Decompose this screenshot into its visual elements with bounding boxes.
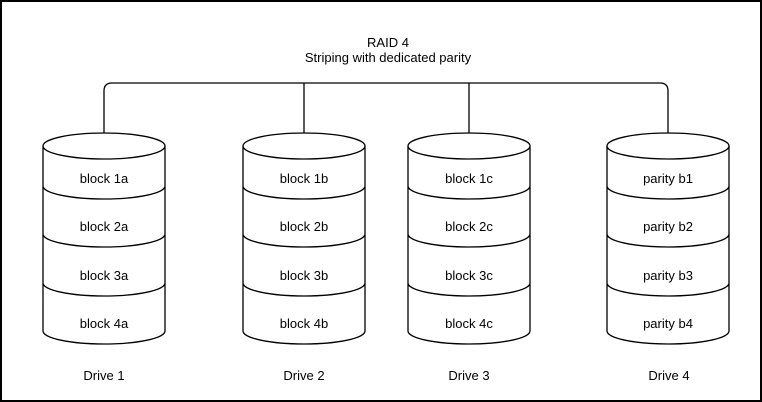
drive-cylinder-4: parity b1 parity b2 parity b3 parity b4 … — [606, 132, 730, 383]
drive-cylinder-3: block 1c block 2c block 3c block 4c Driv… — [407, 132, 531, 383]
block-label: block 2c — [445, 219, 493, 234]
block-label: block 3a — [80, 268, 129, 283]
cylinder-top — [42, 132, 166, 160]
cylinder-body — [42, 146, 166, 345]
cylinder-body — [242, 146, 366, 345]
block-label: parity b2 — [643, 219, 693, 234]
drive-label: Drive 1 — [83, 368, 124, 383]
diagram-title: RAID 4 — [367, 35, 409, 50]
cylinder-top — [407, 132, 531, 160]
block-label: block 1c — [445, 171, 493, 186]
drive-cylinder-2: block 1b block 2b block 3b block 4b Driv… — [242, 132, 366, 383]
drive-label: Drive 3 — [448, 368, 489, 383]
block-label: block 4a — [80, 316, 129, 331]
block-label: parity b3 — [643, 268, 693, 283]
bus-connector — [103, 82, 669, 133]
drive-cylinder-1: block 1a block 2a block 3a block 4a Driv… — [42, 132, 166, 383]
cylinder-body — [407, 146, 531, 345]
drive-label: Drive 2 — [283, 368, 324, 383]
block-label: parity b1 — [643, 171, 693, 186]
diagram-subtitle: Striping with dedicated parity — [305, 50, 472, 65]
drive-label: Drive 4 — [648, 368, 689, 383]
cylinder-top — [606, 132, 730, 160]
block-label: block 3c — [445, 268, 493, 283]
block-label: block 2a — [80, 219, 129, 234]
block-label: parity b4 — [643, 316, 693, 331]
block-label: block 4b — [280, 316, 328, 331]
block-label: block 1a — [80, 171, 129, 186]
block-label: block 1b — [280, 171, 328, 186]
block-label: block 4c — [445, 316, 493, 331]
block-label: block 2b — [280, 219, 328, 234]
block-label: block 3b — [280, 268, 328, 283]
cylinder-body — [606, 146, 730, 345]
cylinder-top — [242, 132, 366, 160]
